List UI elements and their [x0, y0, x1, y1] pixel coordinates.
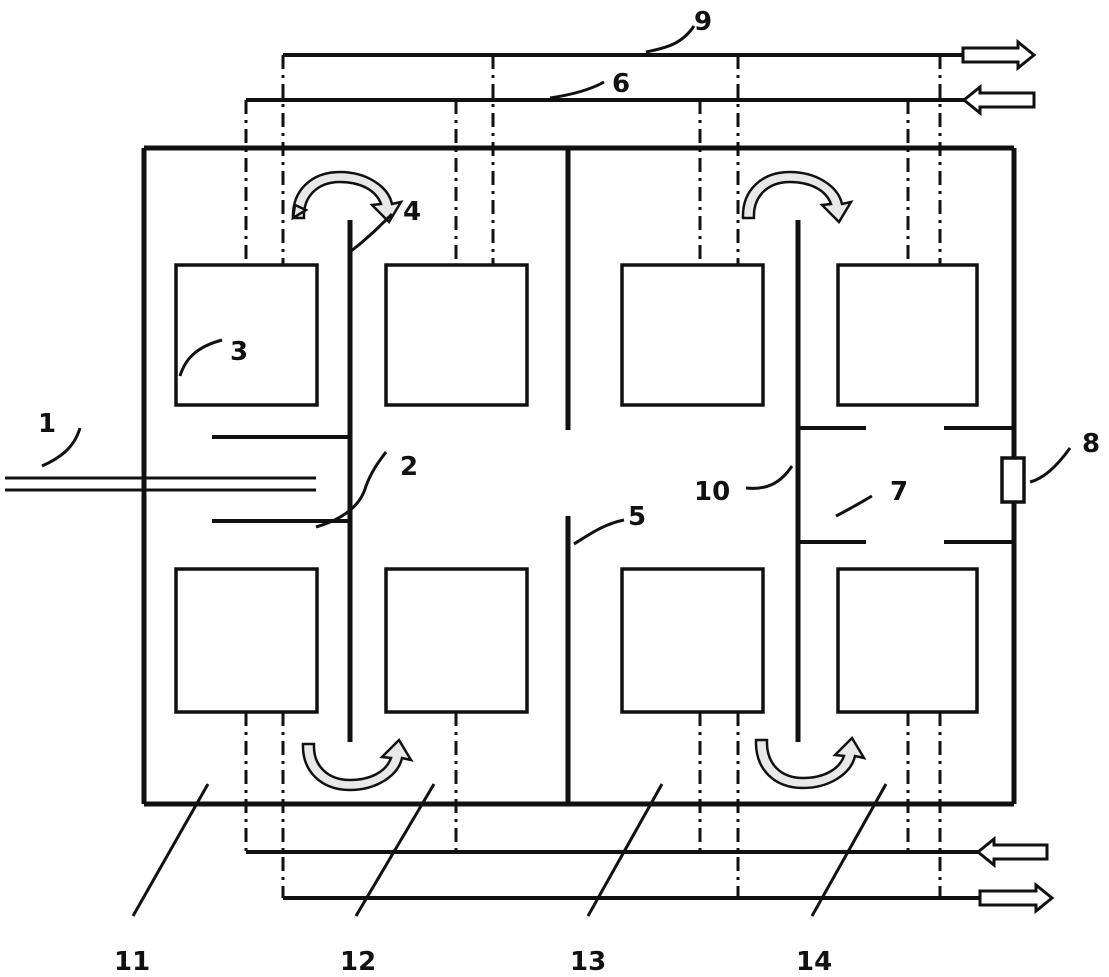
- component-8: [1000, 456, 1026, 504]
- label-10: 10: [694, 477, 730, 507]
- label-7: 7: [890, 477, 908, 507]
- label-6: 6: [612, 69, 630, 99]
- module-box: [620, 567, 765, 714]
- modules: [174, 263, 979, 714]
- label-2: 2: [400, 452, 418, 482]
- circulation-arrows: [291, 170, 867, 792]
- label-11: 11: [114, 947, 150, 977]
- outlet-arrow-bottom: [978, 881, 1055, 915]
- module-box: [174, 567, 319, 714]
- distributor-2: [212, 435, 350, 523]
- label-4: 4: [403, 197, 421, 227]
- module-box: [384, 567, 529, 714]
- curved-arrow-bottom-right: [754, 735, 867, 790]
- label-12: 12: [340, 947, 376, 977]
- module-box: [620, 263, 765, 407]
- top-dashdot-connectors: [244, 55, 942, 265]
- inlet-arrow-bottom: [975, 835, 1049, 869]
- leader-lines: [41, 25, 1072, 917]
- reference-labels: 1 2 3 4 5 6 7 8 9 10 11 12 13 14: [38, 7, 1100, 977]
- curved-arrow-top-right: [741, 170, 854, 225]
- label-9: 9: [694, 7, 712, 37]
- label-3: 3: [230, 337, 248, 367]
- inlet-pipe-1: [5, 476, 316, 492]
- inlet-arrow-top: [961, 83, 1036, 117]
- outlet-arrow-top: [961, 38, 1037, 72]
- curved-arrow-top-left: [291, 170, 404, 225]
- label-5: 5: [628, 502, 646, 532]
- module-box: [836, 567, 979, 714]
- module-box: [384, 263, 529, 407]
- label-14: 14: [796, 947, 832, 977]
- module-box: [174, 263, 319, 407]
- label-8: 8: [1082, 429, 1100, 459]
- outer-vessel: [141, 145, 1017, 807]
- chamber-7: [798, 426, 1014, 544]
- label-1: 1: [38, 409, 56, 439]
- label-13: 13: [570, 947, 606, 977]
- module-box: [836, 263, 979, 407]
- curved-arrow-bottom-left: [301, 737, 414, 792]
